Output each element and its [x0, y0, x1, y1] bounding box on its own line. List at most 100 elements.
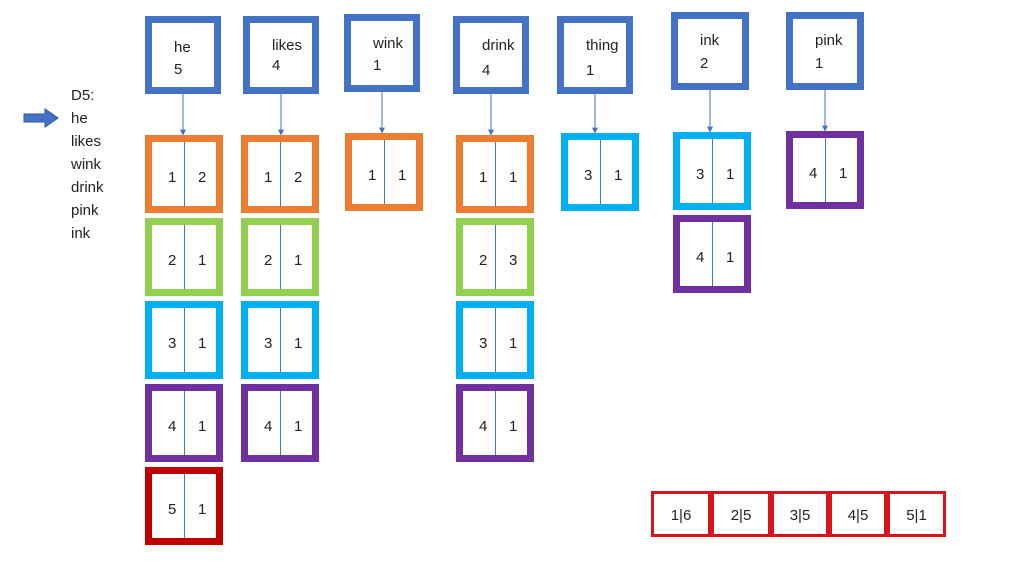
posting-divider: [184, 225, 185, 289]
document-word: ink: [71, 225, 91, 242]
posting-doc-id: 4: [696, 249, 705, 266]
doc-length-value: 3|5: [789, 507, 811, 524]
posting-doc-id: 2: [264, 252, 273, 269]
posting-doc-id: 1: [264, 169, 273, 186]
term-doc-frequency: 4: [272, 57, 281, 74]
posting-term-frequency: 1: [614, 167, 623, 184]
doc-length-value: 5|1: [906, 507, 927, 524]
posting-divider: [495, 142, 496, 206]
term-word: pink: [815, 32, 843, 49]
doc-length-cell: 5|1: [887, 491, 946, 537]
posting-term-frequency: 3: [509, 252, 518, 269]
posting-term-frequency: 1: [726, 249, 735, 266]
term-word: ink: [700, 32, 720, 49]
posting-term-frequency: 1: [839, 165, 848, 182]
posting-term-frequency: 1: [198, 418, 207, 435]
doc-length-cell: 3|5: [771, 491, 829, 537]
posting-doc-id: 2: [168, 252, 177, 269]
posting-doc-id: 2: [479, 252, 488, 269]
term-doc-frequency: 1: [815, 55, 824, 72]
posting-term-frequency: 1: [198, 501, 207, 518]
term-box-drink: drink 4: [453, 16, 529, 94]
doc-length-cell: 4|5: [829, 491, 887, 537]
posting-doc-id: 4: [809, 165, 818, 182]
posting-doc-id: 3: [584, 167, 593, 184]
posting-doc-id: 1: [479, 169, 488, 186]
posting-doc-id: 1: [368, 167, 377, 184]
term-doc-frequency: 2: [700, 55, 709, 72]
posting-doc-id: 4: [168, 418, 177, 435]
term-word: wink: [373, 35, 404, 52]
posting-divider: [384, 140, 385, 204]
term-doc-frequency: 4: [482, 62, 491, 79]
posting-term-frequency: 2: [294, 169, 303, 186]
posting-divider: [495, 225, 496, 289]
posting-divider: [825, 138, 826, 202]
posting-divider: [712, 222, 713, 286]
term-box-ink: ink 2: [671, 12, 749, 90]
posting-doc-id: 4: [479, 418, 488, 435]
posting-term-frequency: 1: [294, 335, 303, 352]
doc-length-cell: 1|6: [651, 491, 711, 537]
posting-term-frequency: 1: [398, 167, 407, 184]
posting-divider: [184, 391, 185, 455]
term-doc-frequency: 5: [174, 61, 183, 78]
posting-doc-id: 4: [264, 418, 273, 435]
posting-divider: [600, 140, 601, 204]
posting-doc-id: 5: [168, 501, 177, 518]
doc-length-value: 4|5: [847, 507, 869, 524]
posting-divider: [495, 308, 496, 372]
term-box-likes: likes 4: [243, 16, 319, 94]
posting-doc-id: 3: [168, 335, 177, 352]
posting-term-frequency: 1: [509, 335, 518, 352]
posting-doc-id: 3: [479, 335, 488, 352]
document-word: wink: [71, 156, 102, 173]
posting-divider: [495, 391, 496, 455]
posting-term-frequency: 1: [198, 252, 207, 269]
posting-term-frequency: 1: [294, 252, 303, 269]
doc-length-value: 1|6: [670, 507, 692, 524]
posting-divider: [280, 142, 281, 206]
term-word: drink: [482, 37, 515, 54]
term-word: likes: [272, 37, 303, 54]
term-box-pink: pink 1: [786, 12, 864, 90]
posting-doc-id: 3: [264, 335, 273, 352]
document-word: likes: [71, 133, 102, 150]
current-document-arrow-icon: [23, 108, 59, 133]
posting-term-frequency: 2: [198, 169, 207, 186]
term-box-he: he 5: [145, 16, 221, 94]
term-word: he: [174, 39, 191, 56]
posting-divider: [184, 474, 185, 538]
posting-divider: [712, 139, 713, 203]
posting-term-frequency: 1: [294, 418, 303, 435]
posting-divider: [280, 391, 281, 455]
document-word: drink: [71, 179, 104, 196]
document-word: he: [71, 110, 88, 127]
posting-term-frequency: 1: [726, 166, 735, 183]
posting-term-frequency: 1: [509, 418, 518, 435]
posting-divider: [280, 308, 281, 372]
posting-divider: [280, 225, 281, 289]
document-word: pink: [71, 202, 99, 219]
posting-divider: [184, 142, 185, 206]
posting-term-frequency: 1: [198, 335, 207, 352]
